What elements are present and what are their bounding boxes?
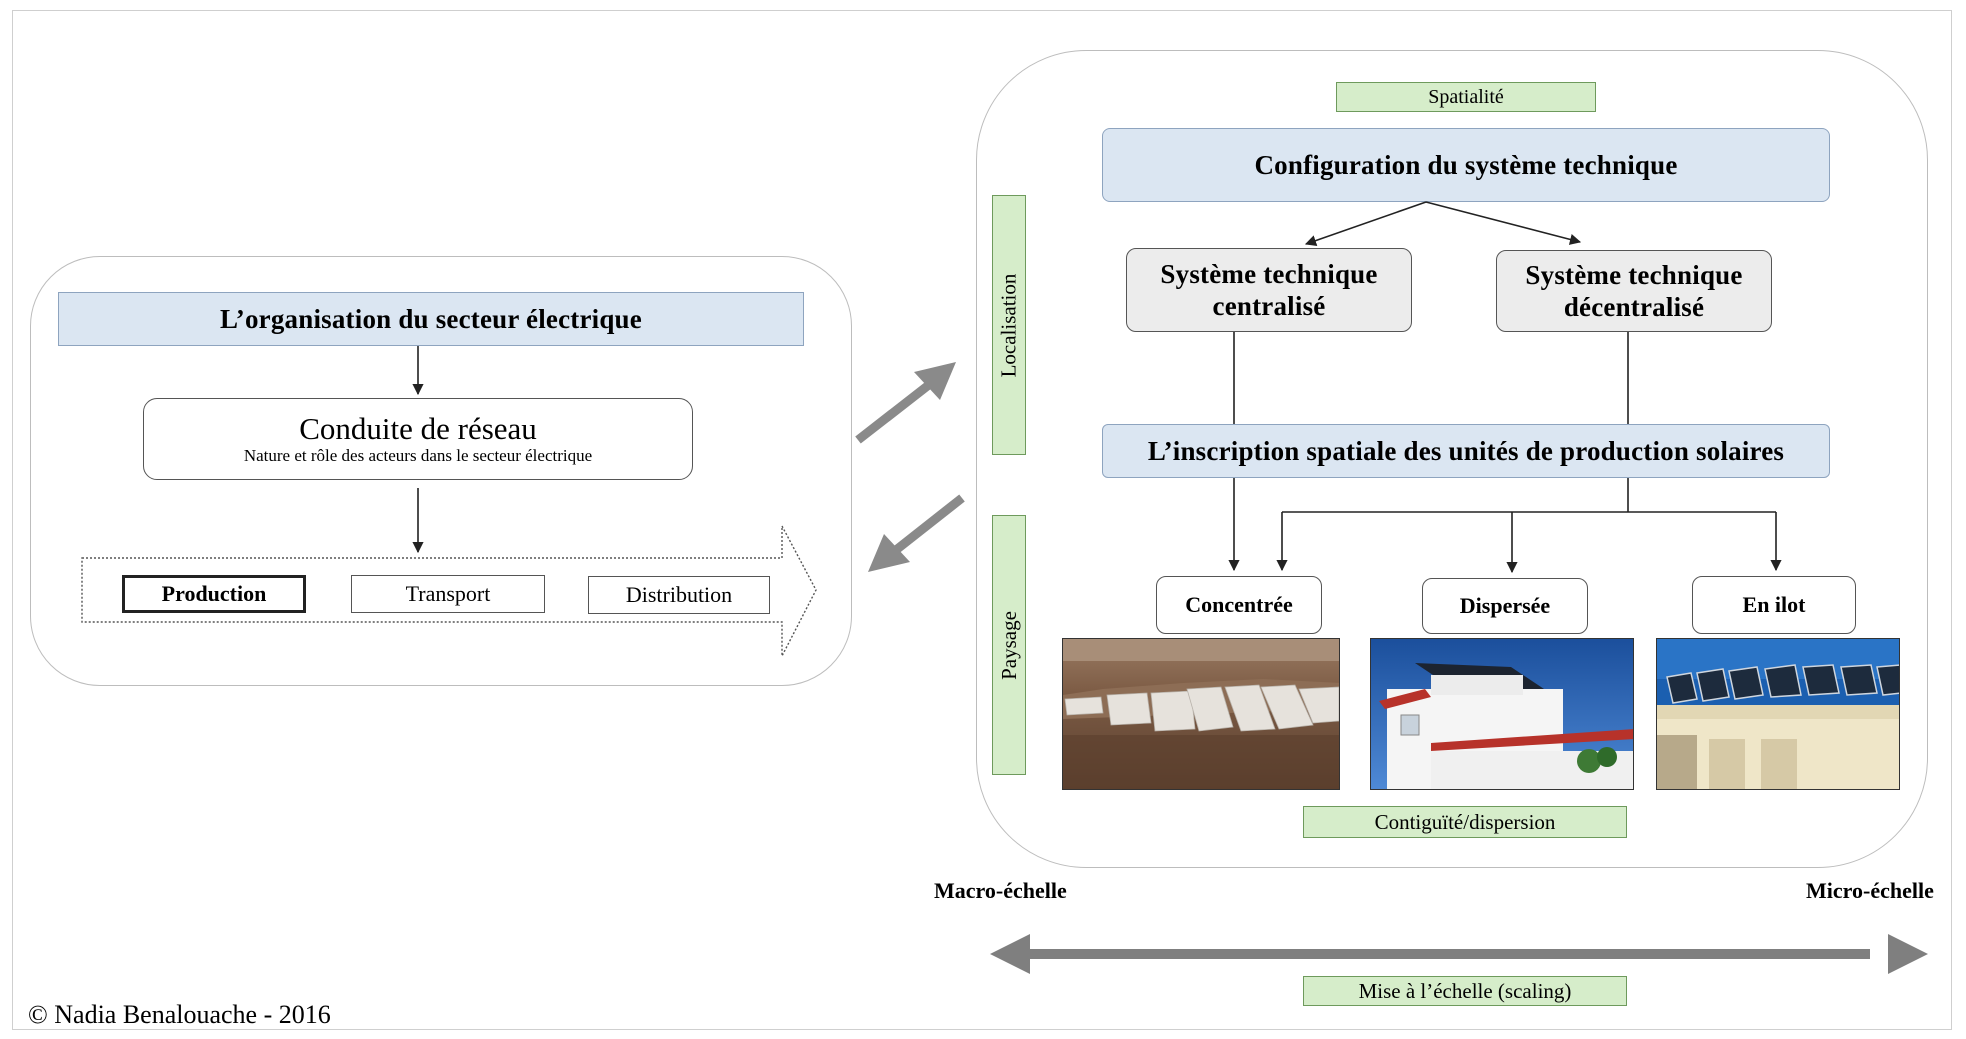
configuration-box: Configuration du système technique	[1102, 128, 1830, 202]
chain-production-box: Production	[122, 575, 306, 613]
contiguity-label-box: Contiguïté/dispersion	[1303, 806, 1627, 838]
chain-transport-label: Transport	[405, 581, 491, 606]
chain-transport-box: Transport	[351, 575, 545, 613]
contiguity-label: Contiguïté/dispersion	[1374, 809, 1556, 834]
micro-scale-label: Micro-échelle	[1806, 878, 1934, 903]
dispersed-rooftop-photo	[1370, 638, 1634, 790]
spatialite-label: Spatialité	[1428, 85, 1504, 108]
island-rooftop-photo	[1656, 638, 1900, 790]
chain-production-label: Production	[161, 581, 267, 606]
arrow-config-to-decentralised	[1425, 201, 1582, 245]
type-island-label: En ilot	[1742, 592, 1806, 617]
arrow-config-to-centralised	[1304, 201, 1427, 246]
localisation-label-box: Localisation	[992, 195, 1026, 455]
type-concentrated-label: Concentrée	[1185, 592, 1293, 617]
configuration-title: Configuration du système technique	[1254, 149, 1678, 180]
type-concentrated-box: Concentrée	[1156, 576, 1322, 634]
centralised-line-1: Système technique	[1160, 259, 1378, 289]
spatialite-label-box: Spatialité	[1336, 82, 1596, 112]
decentralised-line-2: décentralisé	[1563, 292, 1705, 322]
decentralised-line-1: Système technique	[1525, 260, 1743, 290]
panel-link-arrows	[855, 362, 965, 572]
type-dispersed-box: Dispersée	[1422, 578, 1588, 634]
paysage-label-box: Paysage	[992, 515, 1026, 775]
solar-farm-illustration	[1063, 639, 1339, 789]
figure-frame	[12, 10, 1952, 1030]
scaling-label: Mise à l’échelle (scaling)	[1358, 978, 1572, 1003]
decentralised-system-box: Système technique décentralisé	[1496, 250, 1772, 332]
network-management-title: Conduite de réseau	[299, 411, 537, 446]
copyright-notice: © Nadia Benalouache - 2016	[28, 1000, 331, 1029]
network-management-box: Conduite de réseau Nature et rôle des ac…	[143, 398, 693, 480]
scaling-double-arrow	[990, 934, 1928, 974]
type-dispersed-label: Dispersée	[1459, 593, 1551, 618]
sector-organisation-box: L’organisation du secteur électrique	[58, 292, 804, 346]
spatial-inscription-box: L’inscription spatiale des unités de pro…	[1102, 424, 1830, 478]
macro-scale-label: Macro-échelle	[934, 878, 1067, 903]
network-management-subtitle: Nature et rôle des acteurs dans le secte…	[243, 446, 593, 465]
chain-distribution-label: Distribution	[625, 582, 733, 607]
spatial-inscription-title: L’inscription spatiale des unités de pro…	[1147, 435, 1785, 466]
chain-distribution-box: Distribution	[588, 576, 770, 614]
centralised-line-2: centralisé	[1212, 291, 1326, 321]
value-chain-arrow	[81, 525, 817, 657]
villa-rooftop-illustration	[1371, 639, 1633, 789]
sector-organisation-title: L’organisation du secteur électrique	[220, 303, 642, 334]
scaling-label-box: Mise à l’échelle (scaling)	[1303, 976, 1627, 1006]
concentrated-solar-farm-photo	[1062, 638, 1340, 790]
centralised-system-box: Système technique centralisé	[1126, 248, 1412, 332]
type-island-box: En ilot	[1692, 576, 1856, 634]
rooftop-panels-illustration	[1657, 639, 1899, 789]
